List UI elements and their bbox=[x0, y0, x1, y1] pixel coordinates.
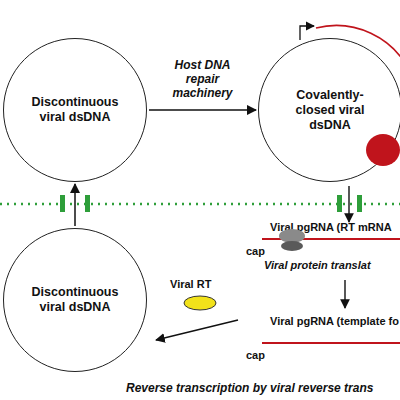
rna-strand bbox=[262, 342, 400, 344]
node-label: Covalently-closed viral dsDNA bbox=[282, 88, 378, 133]
polymerase-blob bbox=[366, 134, 400, 166]
ribosome-large bbox=[279, 229, 305, 243]
dna-circle: Discontinuous viral dsDNA bbox=[3, 228, 147, 372]
text-label: Viral pgRNA (template fo bbox=[270, 315, 399, 327]
pore-symbol bbox=[85, 195, 90, 212]
rna-strand bbox=[262, 238, 400, 240]
pore-symbol bbox=[337, 195, 342, 212]
dna-circle: Covalently-closed viral dsDNA bbox=[258, 38, 400, 182]
process-arrow bbox=[74, 184, 76, 226]
text-label: Reverse transcription by viral reverse t… bbox=[126, 381, 373, 395]
flow-arrow bbox=[344, 280, 345, 308]
node-label: Discontinuous viral dsDNA bbox=[27, 285, 123, 315]
edge-label: Host DNA repair machinery bbox=[158, 58, 248, 100]
pore-symbol bbox=[357, 195, 362, 212]
text-label: Viral protein translat bbox=[264, 259, 371, 271]
process-arrow bbox=[149, 109, 256, 111]
pore-symbol bbox=[60, 195, 65, 212]
text-label: Viral pgRNA (RT mRNA bbox=[270, 221, 392, 233]
text-label: Viral RT bbox=[170, 278, 211, 290]
rna-transcript bbox=[316, 26, 400, 72]
text-label: cap bbox=[246, 349, 265, 361]
dna-circle: Discontinuous viral dsDNA bbox=[3, 38, 147, 182]
flow-arrow bbox=[156, 320, 238, 340]
flow-arrow bbox=[348, 186, 349, 222]
ribosome-small bbox=[281, 241, 303, 251]
text-label: cap bbox=[246, 245, 265, 257]
node-label: Discontinuous viral dsDNA bbox=[27, 95, 123, 125]
promoter-arrow bbox=[300, 26, 314, 40]
rt-enzyme bbox=[184, 296, 216, 310]
membrane-line bbox=[0, 203, 400, 206]
